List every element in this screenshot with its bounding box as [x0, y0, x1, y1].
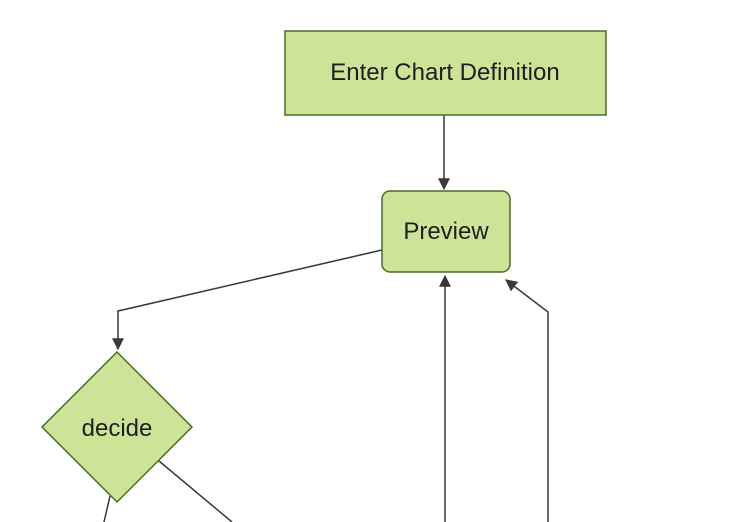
node-decide: decide — [40, 350, 194, 504]
node-enter-chart-definition: Enter Chart Definition — [284, 30, 607, 116]
decide-label: decide — [82, 415, 153, 442]
decide-diamond — [40, 350, 194, 504]
preview-label: Preview — [403, 218, 489, 245]
enter-chart-definition-box — [284, 30, 607, 116]
preview-box — [381, 190, 511, 273]
node-preview: Preview — [381, 190, 511, 273]
edge-layer — [103, 115, 549, 522]
edge-bottomright-return-to-preview — [505, 279, 549, 522]
edge-preview-to-decide — [112, 249, 383, 351]
enter-chart-definition-label: Enter Chart Definition — [330, 59, 559, 86]
edge-decide-out-left — [103, 495, 111, 522]
edge-decide-out-right — [158, 460, 233, 522]
